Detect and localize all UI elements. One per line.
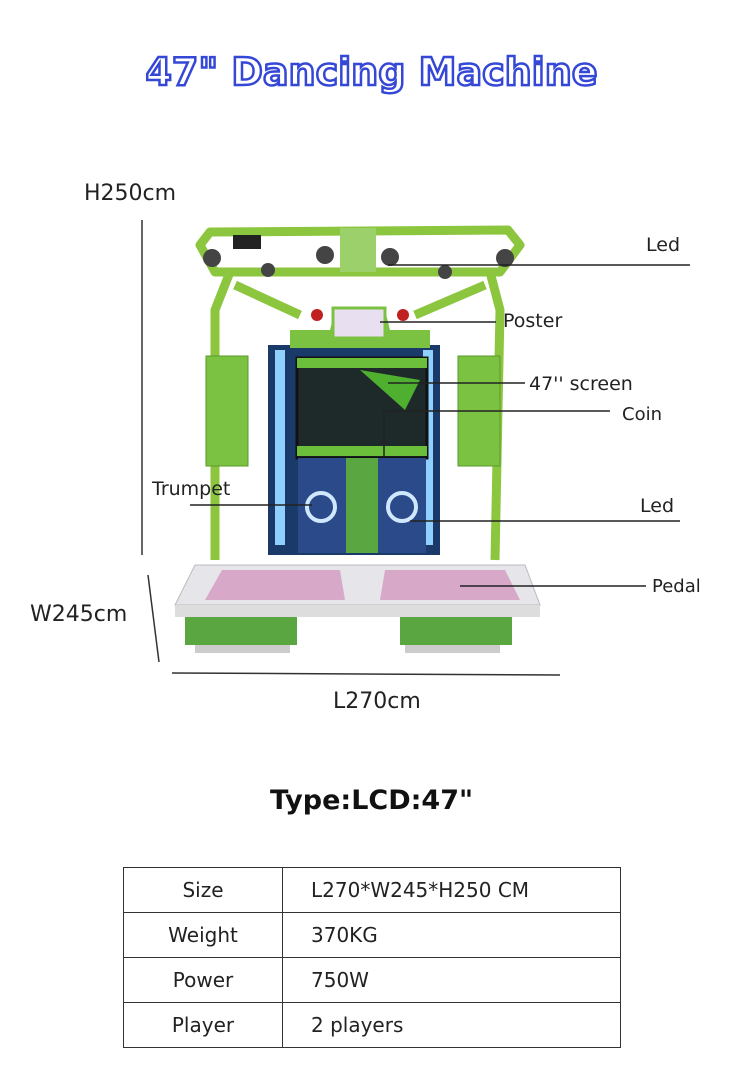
spec-value: L270*W245*H250 CM: [282, 867, 621, 913]
length-dimension-line: [171, 672, 561, 676]
machine-photo: [141, 220, 690, 676]
poster: [331, 306, 387, 340]
spec-key: Power: [123, 957, 283, 1003]
length-label: L270cm: [333, 689, 421, 714]
width-dimension-line: [147, 574, 160, 663]
callout-pedal: Pedal: [652, 576, 701, 597]
spec-key: Size: [123, 867, 283, 913]
spec-value: 2 players: [282, 1002, 621, 1048]
led-spotlights: [203, 246, 514, 279]
callout-trumpet: Trumpet: [152, 478, 231, 500]
spec-value: 750W: [282, 957, 621, 1003]
callout-led-bottom: Led: [640, 495, 675, 517]
width-label: W245cm: [30, 602, 128, 627]
machine-frame: [195, 225, 525, 561]
spec-key: Player: [123, 1002, 283, 1048]
type-heading: Type:LCD:47": [269, 785, 474, 816]
left-info-panel: [205, 355, 249, 467]
callout-coin: Coin: [622, 404, 662, 425]
callout-screen: 47'' screen: [529, 373, 633, 395]
page-title: 47" Dancing Machine: [144, 49, 599, 96]
screen: [295, 356, 429, 460]
spec-value: 370KG: [282, 912, 621, 958]
callout-led-top: Led: [646, 234, 681, 256]
callout-poster: Poster: [503, 310, 563, 332]
trumpet-speaker: [305, 491, 337, 523]
spec-key: Weight: [123, 912, 283, 958]
height-label: H250cm: [84, 181, 177, 206]
